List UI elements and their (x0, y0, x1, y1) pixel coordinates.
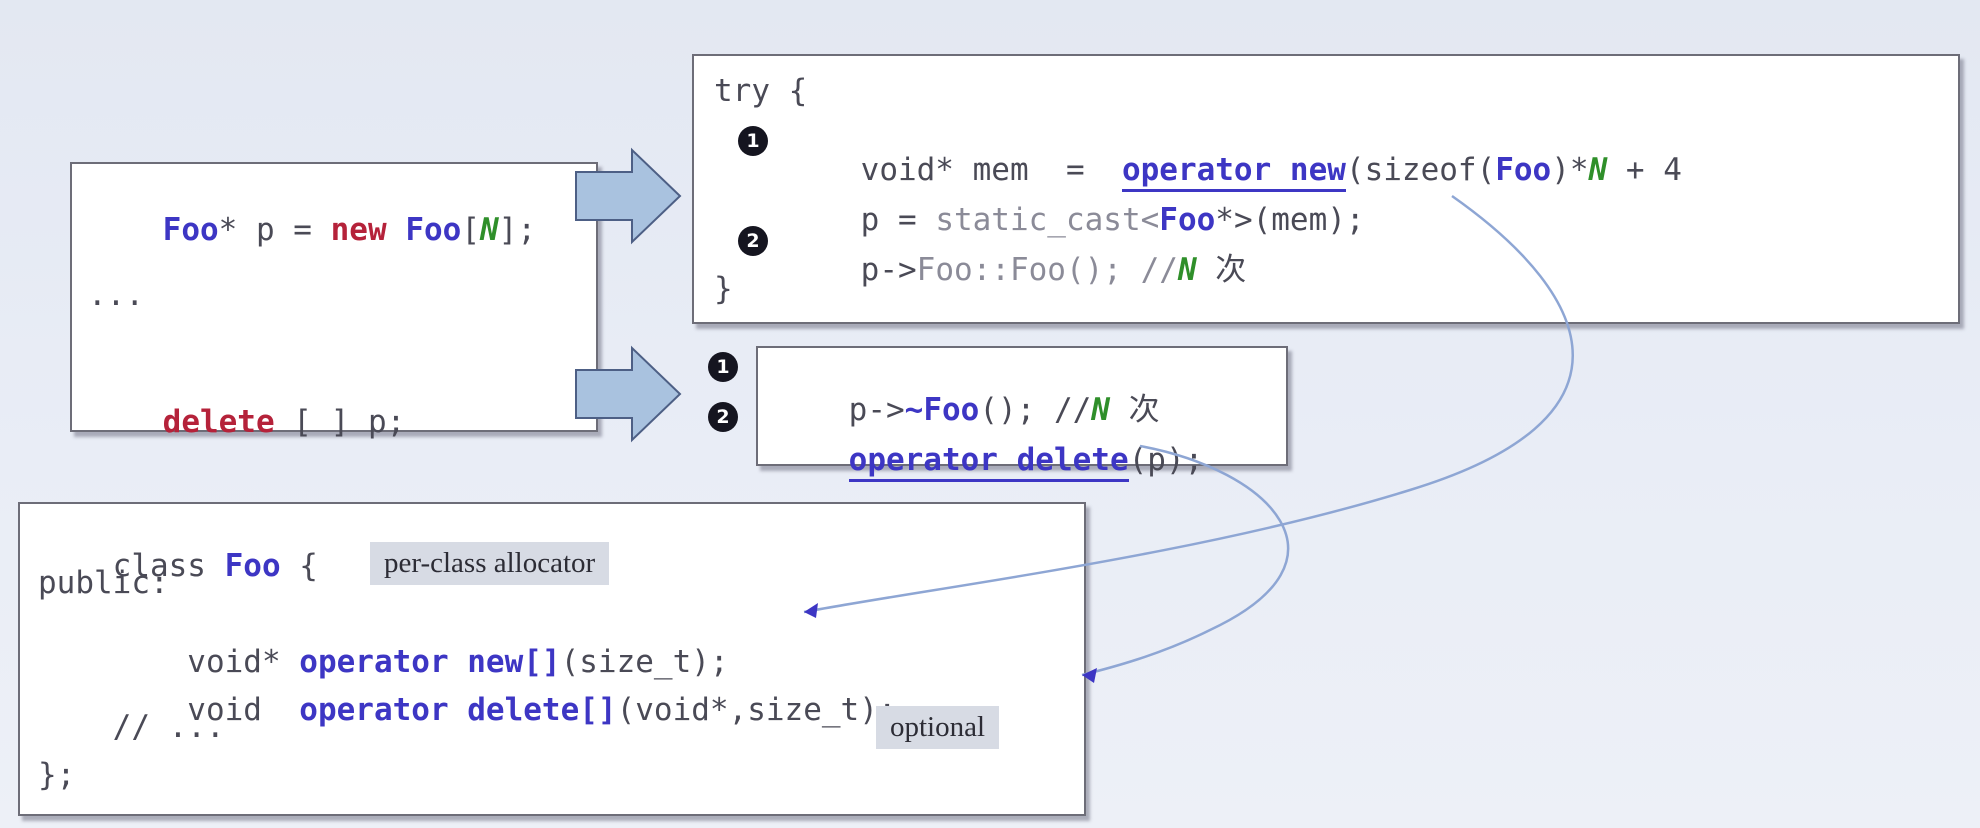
delete-keyword: delete (162, 404, 275, 440)
type-name: Foo (162, 212, 219, 248)
constructor-call-line: p->Foo::Foo(); //N 次 (860, 252, 1247, 288)
template-n: N (479, 212, 499, 248)
step-1-badge: 1 (738, 126, 768, 156)
class-name: Foo (224, 548, 281, 584)
delete-to-decl-curve (1081, 444, 1290, 677)
per-class-allocator-note: per-class allocator (370, 542, 610, 585)
new-keyword: new (330, 212, 387, 248)
ellipsis-line: ... (88, 277, 144, 313)
public-label-line: public: (38, 565, 169, 601)
operator-delete-array-decl: void operator delete[](void*,size_t); (112, 692, 897, 728)
destructor-call-line: p->~Foo(); //N 次 (848, 392, 1160, 428)
class-header-line: class Foo { (112, 548, 318, 584)
step-1-badge: 1 (708, 352, 738, 382)
arrowhead-delete (1082, 668, 1097, 683)
expression-box: Foo* p = new Foo[N]; ... delete [ ] p; (70, 162, 598, 438)
operator-new-call-line: void* mem = operator new(sizeof(Foo)*N +… (786, 124, 1682, 217)
new-expansion-box: try { 1 void* mem = operator new(sizeof(… (692, 54, 1960, 324)
comment-line: // ... (38, 709, 225, 745)
new-to-decl-curve (803, 194, 1574, 614)
arrowhead-new (804, 603, 818, 618)
static-cast-line: p = static_cast<Foo*>(mem); (860, 202, 1365, 238)
try-close-brace: } (714, 271, 733, 307)
step-2-badge: 2 (708, 402, 738, 432)
try-line: try { (714, 73, 808, 109)
delete-expression-line: delete [ ] p; (162, 404, 406, 440)
new-expression-line: Foo* p = new Foo[N]; (162, 212, 536, 248)
new-arrow (575, 147, 682, 245)
optional-note: optional (876, 706, 1000, 749)
operator-new-call: operator new (1121, 152, 1346, 192)
operator-new-array-decl: void* operator new[](size_t); (112, 644, 729, 680)
destructor-name: ~Foo (904, 392, 980, 428)
step-2-badge: 2 (738, 226, 768, 256)
operator-delete-call: operator delete (848, 442, 1129, 482)
delete-expansion-box: p->~Foo(); //N 次 operator delete(p); (756, 346, 1288, 482)
class-close-brace: }; (38, 757, 76, 793)
delete-arrow (575, 345, 682, 443)
